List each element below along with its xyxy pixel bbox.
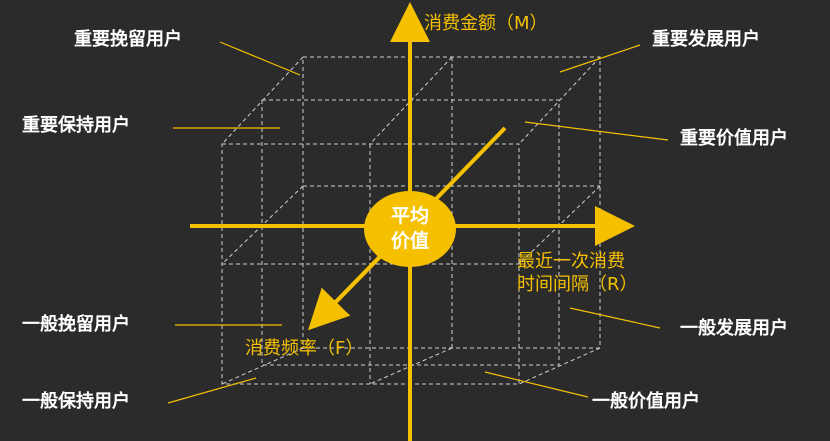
- label-important-develop: 重要发展用户: [652, 29, 760, 50]
- leader-general-keep: [167, 377, 257, 404]
- label-general-develop: 一般发展用户: [680, 318, 788, 339]
- leader-important-develop: [559, 44, 641, 73]
- leader-important-value: [524, 121, 669, 141]
- center-line1: 平均: [390, 205, 429, 228]
- average-value-disc: 平均 价值: [364, 191, 456, 267]
- r-axis-label-line1: 最近一次消费: [517, 251, 625, 272]
- leader-general-develop: [569, 307, 661, 329]
- label-important-value: 重要价值用户: [680, 128, 788, 149]
- label-important-keep: 重要保持用户: [22, 115, 130, 136]
- label-general-value: 一般价值用户: [592, 391, 700, 412]
- label-important-retain: 重要挽留用户: [74, 29, 182, 50]
- f-axis-label: 消费频率（F）: [245, 338, 364, 359]
- label-general-keep: 一般保持用户: [22, 391, 130, 412]
- center-line2: 价值: [390, 230, 429, 252]
- label-general-retain: 一般挽留用户: [22, 314, 130, 335]
- leader-lines: [167, 41, 669, 404]
- m-axis-label: 消费金额（M）: [424, 13, 548, 34]
- leader-general-value: [484, 371, 589, 398]
- r-axis-label: 最近一次消费 时间间隔（R）: [517, 251, 638, 296]
- r-axis-label-line2: 时间间隔（R）: [517, 273, 638, 295]
- leader-important-retain: [219, 41, 301, 76]
